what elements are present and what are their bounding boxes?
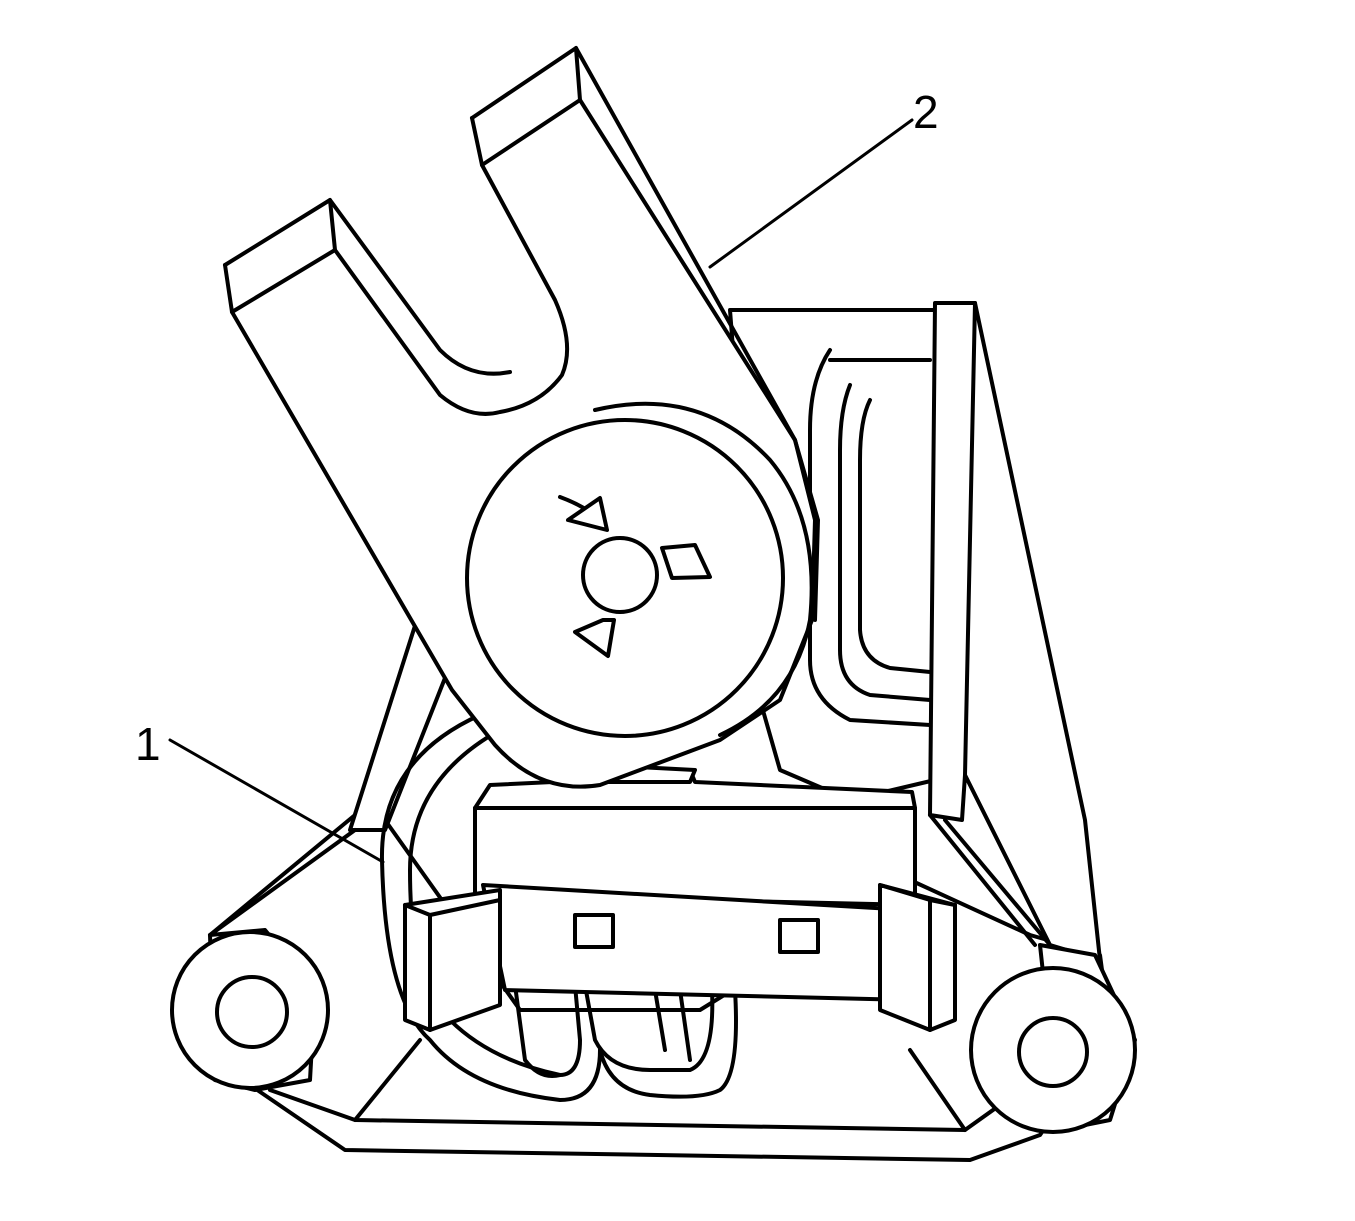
right-mounting-boss: [969, 943, 1137, 1134]
hub-tab-bottom: [573, 618, 616, 658]
left-mounting-boss: [170, 928, 330, 1092]
connector-latch-right: [778, 918, 820, 954]
callout-2: 2: [708, 86, 939, 269]
callout-1-leader: [168, 738, 385, 864]
connector-latch-left: [573, 913, 615, 949]
callout-1: 1: [135, 718, 385, 864]
connector: [403, 763, 957, 1032]
rotary-hub: [465, 401, 814, 738]
right-bracket: [928, 301, 1102, 962]
callout-2-label: 2: [913, 86, 939, 138]
hub-tab-right: [660, 543, 712, 580]
hub-tab-top: [566, 496, 609, 532]
callout-1-label: 1: [135, 718, 161, 770]
callout-2-leader: [708, 118, 914, 269]
